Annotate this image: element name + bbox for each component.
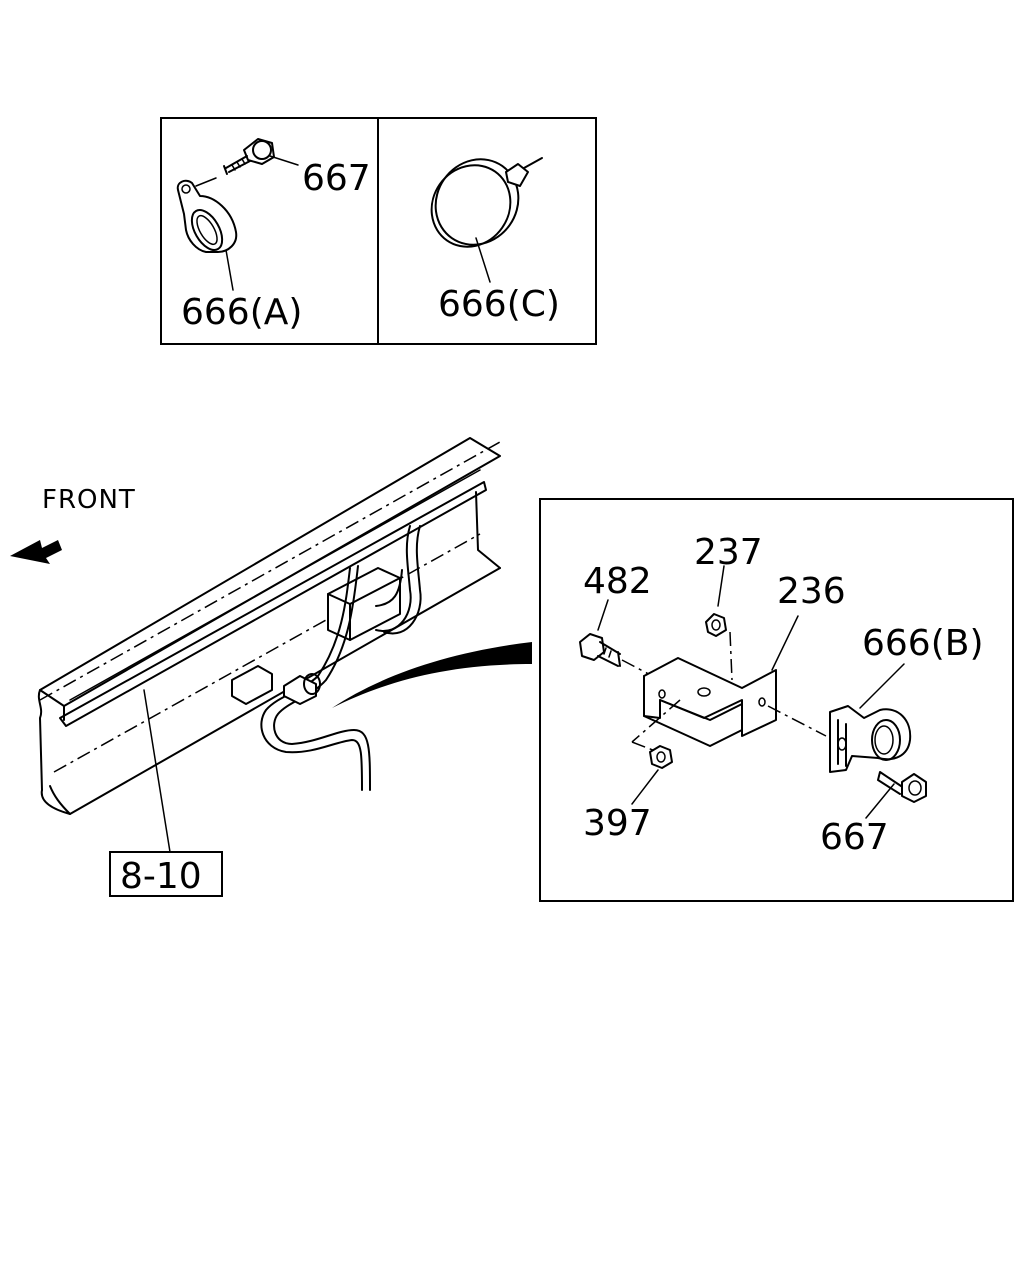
label-666b: 666(B): [862, 623, 984, 664]
bolt-667-a: [223, 138, 275, 175]
label-667-detail: 667: [820, 817, 889, 858]
nut-237-drawing: [705, 565, 733, 681]
front-arrow-icon: [10, 540, 62, 564]
bolt-482-drawing: [579, 599, 661, 681]
rail-hose: [231, 525, 422, 791]
label-666c: 666(C): [438, 284, 560, 325]
clamp-666b-drawing: [829, 663, 927, 819]
label-667-top: 667: [302, 158, 371, 199]
frame-rail: [37, 437, 501, 815]
label-236: 236: [777, 571, 846, 612]
label-397: 397: [583, 803, 652, 844]
clamp-666a-drawing: [176, 138, 299, 291]
band-666c-drawing: [430, 157, 543, 283]
front-label: FRONT: [42, 485, 136, 515]
ref-label: 8-10: [120, 856, 202, 897]
ref-box: 8-10: [109, 689, 223, 897]
bracket-236-drawing: [643, 615, 827, 747]
inset-panel-detail: [539, 498, 1014, 902]
label-666a: 666(A): [181, 292, 302, 333]
front-indicator: FRONT: [10, 485, 136, 564]
callout-wedge: [332, 642, 532, 708]
label-237: 237: [694, 532, 763, 573]
nut-397-drawing: [631, 699, 681, 805]
inset-panel-top: [160, 117, 597, 345]
label-482: 482: [583, 561, 652, 602]
